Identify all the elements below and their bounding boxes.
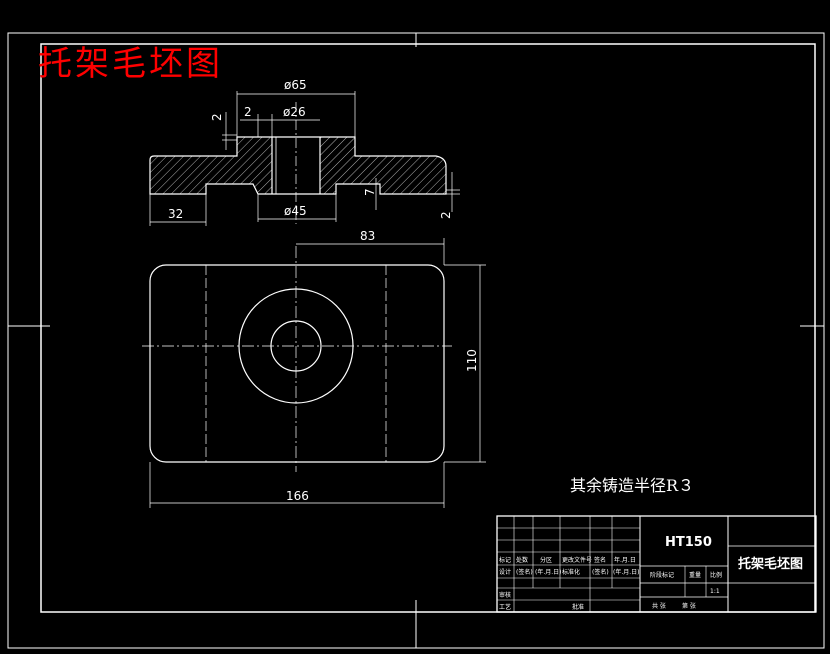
tb-r2-c3: (年.月.日): [535, 568, 562, 576]
tb-r4-c2: 批准: [572, 603, 584, 611]
dim-d26: ø26: [283, 105, 306, 119]
tb-stage: 阶段标记: [650, 571, 674, 579]
dim-len166: 166: [286, 489, 309, 503]
section-view: [149, 136, 447, 195]
tb-scale-label: 比例: [710, 571, 722, 579]
sheet-border: [7, 32, 825, 649]
tb-material: HT150: [665, 535, 712, 550]
drawing-title: 托架毛坯图: [38, 44, 223, 84]
tb-weight: 重量: [689, 571, 701, 579]
tb-scale: 1:1: [710, 588, 720, 595]
dim-len83: 83: [360, 229, 375, 243]
dim-d45: ø45: [284, 204, 307, 218]
tb-r2-c6: (年.月.日): [613, 568, 640, 576]
plan-outline: [149, 264, 445, 463]
plan-dimensions: [149, 238, 486, 508]
section-dimensions: [149, 91, 460, 226]
dim-d65: ø65: [284, 78, 307, 92]
casting-radius-note: 其余铸造半径R３: [570, 476, 695, 495]
tb-sheet-no: 第 张: [682, 602, 696, 610]
tb-r2-c5: (签名): [592, 568, 609, 576]
tb-r2-c2: (签名): [516, 568, 533, 576]
tb-r1-c4: 更改文件号: [562, 556, 592, 564]
tb-r4-c1: 工艺: [499, 603, 511, 611]
title-block: [496, 515, 817, 613]
tb-r1-c5: 签名: [594, 556, 606, 564]
tb-r1-c3: 分区: [540, 556, 552, 564]
plan-view: [149, 264, 445, 463]
section-hatch-right: [320, 137, 446, 194]
tb-r2-c1: 设计: [499, 568, 511, 576]
tb-r1-c6: 年.月.日: [614, 556, 636, 564]
tb-r3-c1: 审核: [499, 591, 511, 599]
section-outline: [149, 136, 447, 195]
tb-r1-c1: 标记: [499, 556, 511, 564]
tb-part-name: 托架毛坯图: [738, 556, 803, 572]
tb-r1-c2: 处数: [516, 556, 528, 564]
dim-w2-top: 2: [244, 105, 252, 119]
dim-len32: 32: [168, 207, 183, 221]
section-hatch-left: [150, 137, 272, 194]
dim-h2-left: 2: [210, 113, 224, 121]
tb-r2-c4: 标准化: [562, 568, 580, 576]
plan-centerlines: [142, 246, 452, 472]
dim-h2-right: 2: [439, 211, 453, 219]
dim-h7: 7: [363, 188, 377, 196]
dim-len110: 110: [465, 349, 479, 372]
tb-sheet-total: 共 张: [652, 602, 666, 610]
